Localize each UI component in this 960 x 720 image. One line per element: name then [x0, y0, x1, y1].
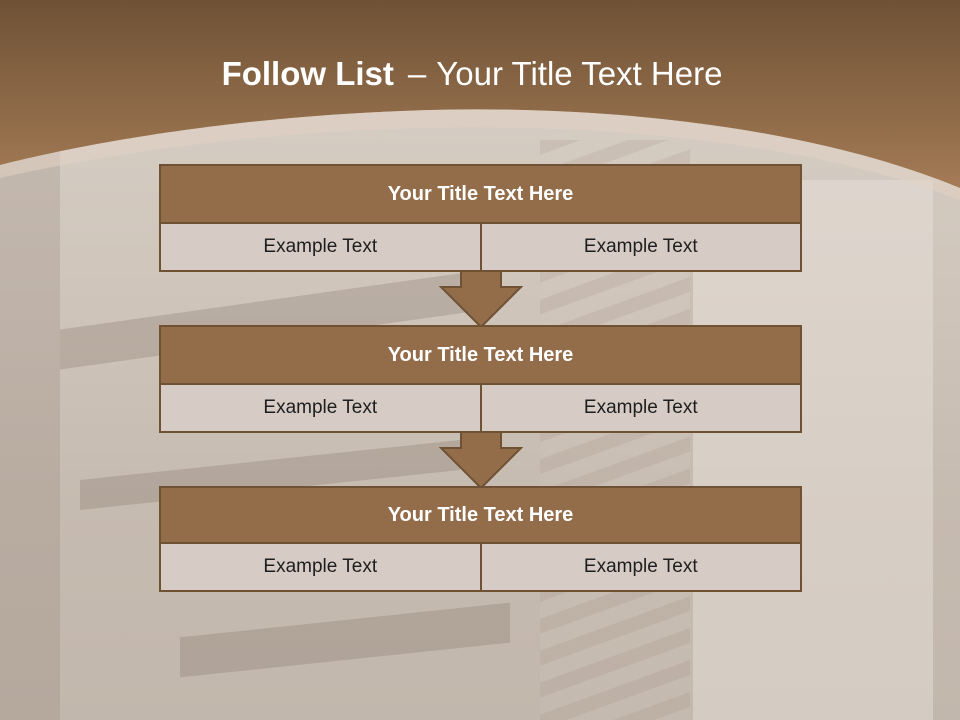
step-row: Example Text Example Text [161, 544, 800, 590]
step-box: Your Title Text Here Example Text Exampl… [159, 164, 802, 272]
step-cell-right: Example Text [479, 385, 800, 431]
header-band [0, 0, 960, 200]
page-title: Follow List–Your Title Text Here [0, 55, 944, 93]
step-title: Your Title Text Here [161, 488, 800, 544]
step-row: Example Text Example Text [161, 385, 800, 431]
title-bold: Follow List [221, 55, 394, 92]
step-cell-right: Example Text [479, 224, 800, 270]
step-title: Your Title Text Here [161, 166, 800, 224]
step-box: Your Title Text Here Example Text Exampl… [159, 325, 802, 433]
step-cell-right: Example Text [479, 544, 800, 590]
step-cell-left: Example Text [161, 224, 480, 270]
title-dash: – [407, 55, 427, 92]
title-rest: Your Title Text Here [436, 55, 723, 92]
step-row: Example Text Example Text [161, 224, 800, 270]
down-arrow-icon [439, 269, 523, 329]
down-arrow-icon [439, 430, 523, 490]
step-cell-left: Example Text [161, 385, 480, 431]
step-title: Your Title Text Here [161, 327, 800, 385]
step-box: Your Title Text Here Example Text Exampl… [159, 486, 802, 592]
step-cell-left: Example Text [161, 544, 480, 590]
